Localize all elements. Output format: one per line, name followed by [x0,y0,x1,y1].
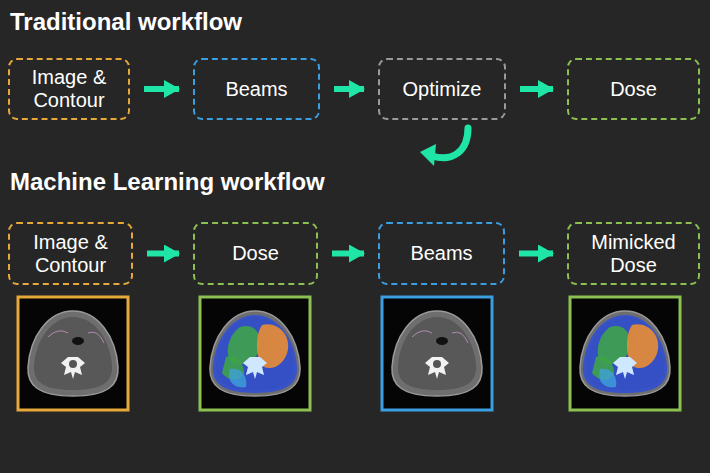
box-label: Optimize [403,78,482,101]
flow-arrow [332,251,364,257]
process-box: Beams [193,58,320,120]
box-label: Beams [410,242,472,265]
flow-arrow [334,86,364,92]
process-box: Mimicked Dose [567,222,700,285]
box-label: Beams [225,78,287,101]
flow-arrow [144,86,179,92]
loop-arrow [420,128,468,166]
flow-arrow [519,251,553,257]
flow-arrow [147,251,179,257]
box-label: Image & Contour [18,66,120,112]
ct-image [382,297,492,410]
process-box: Image & Contour [8,58,130,120]
dose-image [200,297,310,410]
section-heading: Machine Learning workflow [10,168,325,196]
flow-arrow [520,86,553,92]
ct-image [18,297,128,410]
box-label: Mimicked Dose [577,231,690,277]
section-heading: Traditional workflow [10,8,242,36]
box-label: Dose [610,78,657,101]
process-box: Dose [193,222,318,285]
dose-image [570,297,680,410]
process-box: Dose [567,58,700,120]
box-label: Image & Contour [18,231,123,277]
process-box: Optimize [378,58,506,120]
box-label: Dose [232,242,279,265]
process-box: Image & Contour [8,222,133,285]
process-box: Beams [378,222,505,285]
